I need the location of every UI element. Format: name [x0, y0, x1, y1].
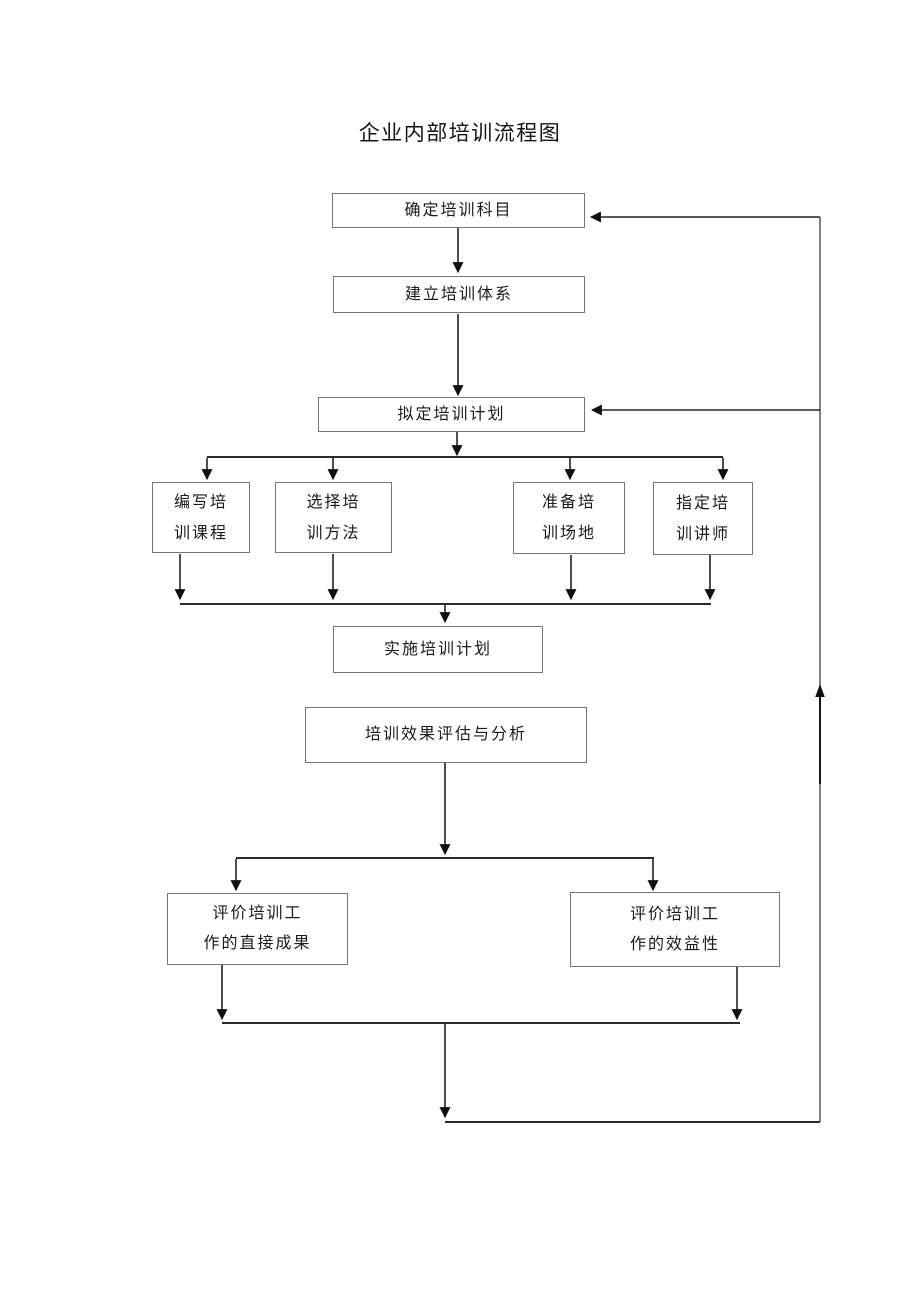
- node-label: 培训效果评估与分析: [364, 726, 527, 743]
- node-label: 评价培训工 作的效益性: [629, 905, 720, 953]
- node-label: 建立培训体系: [404, 285, 513, 303]
- feedback-up-arrowhead: [815, 684, 825, 697]
- node-label: 准备培 训场地: [541, 494, 596, 542]
- node-assign-trainers: 指定培 训讲师: [653, 482, 753, 555]
- page-title: 企业内部培训流程图: [358, 121, 562, 145]
- node-label: 实施培训计划: [383, 640, 492, 658]
- node-label: 确定培训科目: [404, 201, 513, 219]
- node-label: 指定培 训讲师: [675, 494, 730, 543]
- node-implement-plan: 实施培训计划: [333, 626, 543, 673]
- node-choose-methods: 选择培 训方法: [275, 482, 392, 553]
- node-label: 评价培训工 作的直接成果: [203, 905, 312, 952]
- node-evaluate-analyze: 培训效果评估与分析: [305, 707, 587, 763]
- node-label: 拟定培训计划: [397, 405, 506, 423]
- node-define-subjects: 确定培训科目: [332, 193, 585, 228]
- node-label: 编写培 训课程: [173, 493, 228, 542]
- node-build-system: 建立培训体系: [333, 276, 585, 313]
- node-evaluate-direct-results: 评价培训工 作的直接成果: [167, 893, 348, 965]
- node-draft-plan: 拟定培训计划: [318, 397, 585, 432]
- node-prepare-venue: 准备培 训场地: [513, 482, 625, 554]
- node-evaluate-effectiveness: 评价培训工 作的效益性: [570, 892, 780, 967]
- node-write-courses: 编写培 训课程: [152, 482, 250, 553]
- node-label: 选择培 训方法: [306, 493, 361, 542]
